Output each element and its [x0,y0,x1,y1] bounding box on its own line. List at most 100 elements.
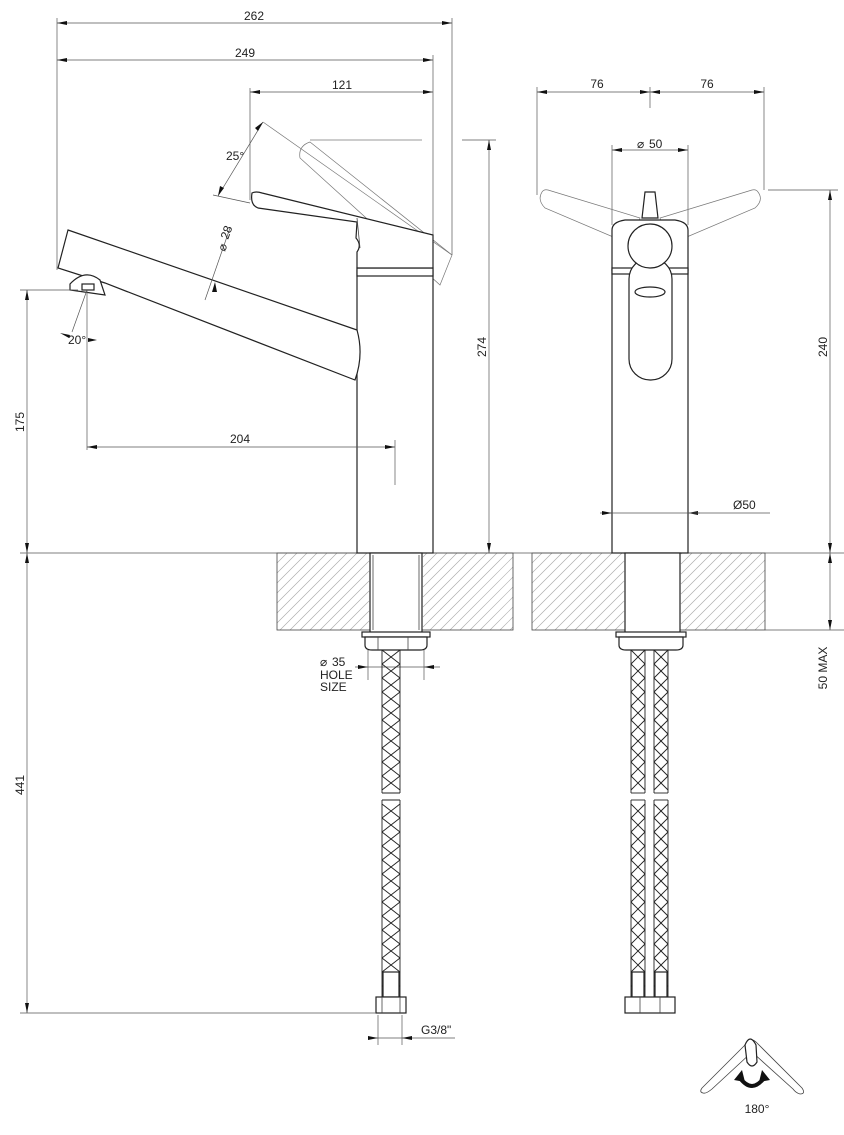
dim-lever-right: 76 [700,77,714,91]
hatch-line [544,552,623,631]
braided-hose-side [381,649,401,1001]
hatch-line [422,552,498,628]
hatch-line [531,552,573,594]
hatch-line [289,552,368,631]
hatch-line [574,580,625,631]
hatch-line [680,552,743,615]
hatch-line [499,616,514,631]
rotation-180-icon: 180° [700,1038,804,1116]
hatch-line [276,552,318,594]
hatch-line [531,552,563,584]
hatch-line [584,590,625,631]
dim-spout-reach: 204 [230,432,250,446]
hatch-line [564,570,625,631]
hatch-line [680,552,713,585]
hatch-line [684,552,763,631]
hatch-line [276,552,298,574]
hatch-line [531,552,553,574]
hatch-line [554,560,625,631]
hatch-line [680,552,753,625]
hatch-line [276,552,288,564]
hatch-line [299,560,370,631]
hole-diameter-symbol: ⌀ [320,655,327,669]
dim-spout-reach-total: 249 [235,46,255,60]
hatch-line [754,619,766,631]
mounting-nut-front [618,636,684,651]
dim-max-counter-thickness: 50 MAX [816,647,830,690]
hatch-line [276,552,328,604]
faucet-body-side [356,269,434,554]
dim-overall-width: 262 [244,9,264,23]
hatch-line [359,620,370,631]
spout-side [57,229,361,381]
dim-connection-thread: G3/8" [421,1023,451,1037]
hatch-line [422,552,438,568]
hole-label-line2: SIZE [320,680,347,694]
hatch-line [422,552,448,578]
hatch-line [724,589,766,631]
mounting-nut-side [364,636,428,651]
hatch-line [449,566,514,631]
hatch-line [734,599,766,631]
hatch-line [534,552,613,631]
spout-front [628,257,673,381]
hose-fittings-front [624,996,676,1014]
hatch-line [604,610,625,631]
hatch-line [422,552,428,558]
lever-handle-side [251,191,434,269]
rotation-label: 180° [745,1102,770,1116]
hatch-line [279,552,358,631]
hatch-line [744,609,766,631]
hatch-line [680,552,693,565]
hatch-line [489,606,514,631]
hatch-line [714,579,766,631]
hatch-line [680,552,703,575]
hatch-line [594,600,625,631]
mounting-shank-side [369,552,423,634]
dim-overall-height: 274 [475,337,489,357]
hatch-line [429,552,508,631]
hatch-line [531,552,543,564]
hatch-line [704,569,766,631]
spout-knob [627,223,673,269]
braided-hoses-front [630,649,669,1001]
hatch-line [479,596,514,631]
hole-diameter: 35 [332,655,346,669]
dim-lever-angle: 25° [226,149,244,163]
dim-spout-diameter-prefix: ⌀ [215,241,231,253]
dim-body-diameter: Ø50 [733,498,756,512]
hatch-line [680,552,733,605]
dim-head-diameter: 50 [649,137,663,151]
mounting-shank-front [624,552,681,634]
hatch-line [422,552,468,598]
hatch-line [349,610,370,631]
hatch-line [531,552,603,624]
dim-aerator-angle: 20° [68,333,86,347]
dim-head-diameter-symbol: ⌀ [637,137,644,151]
aerator-front [634,286,666,298]
dim-spout-height: 175 [13,412,27,432]
hatch-line [339,600,370,631]
hatch-line [531,552,593,614]
hatch-line [694,559,766,631]
hatch-line [329,590,370,631]
hatch-line [422,552,458,588]
lever-front [641,191,659,219]
hatch-line [680,552,723,595]
hatch-line [276,552,348,624]
dim-front-height: 240 [816,337,830,357]
hatch-line [276,552,338,614]
hatch-line [459,576,514,631]
dim-spout-diameter: 28 [218,223,236,241]
hatch-line [276,552,308,584]
hatch-line [319,580,370,631]
dim-lever-length: 121 [332,78,352,92]
front-view: 76 76 ⌀ 50 Ø50 240 50 MAX [536,77,838,1014]
hatch-line [614,620,625,631]
hose-fitting-side [375,996,407,1014]
hatch-line [469,586,514,631]
hatch-line [422,552,488,618]
hatch-line [309,570,370,631]
hatch-line [531,552,583,604]
